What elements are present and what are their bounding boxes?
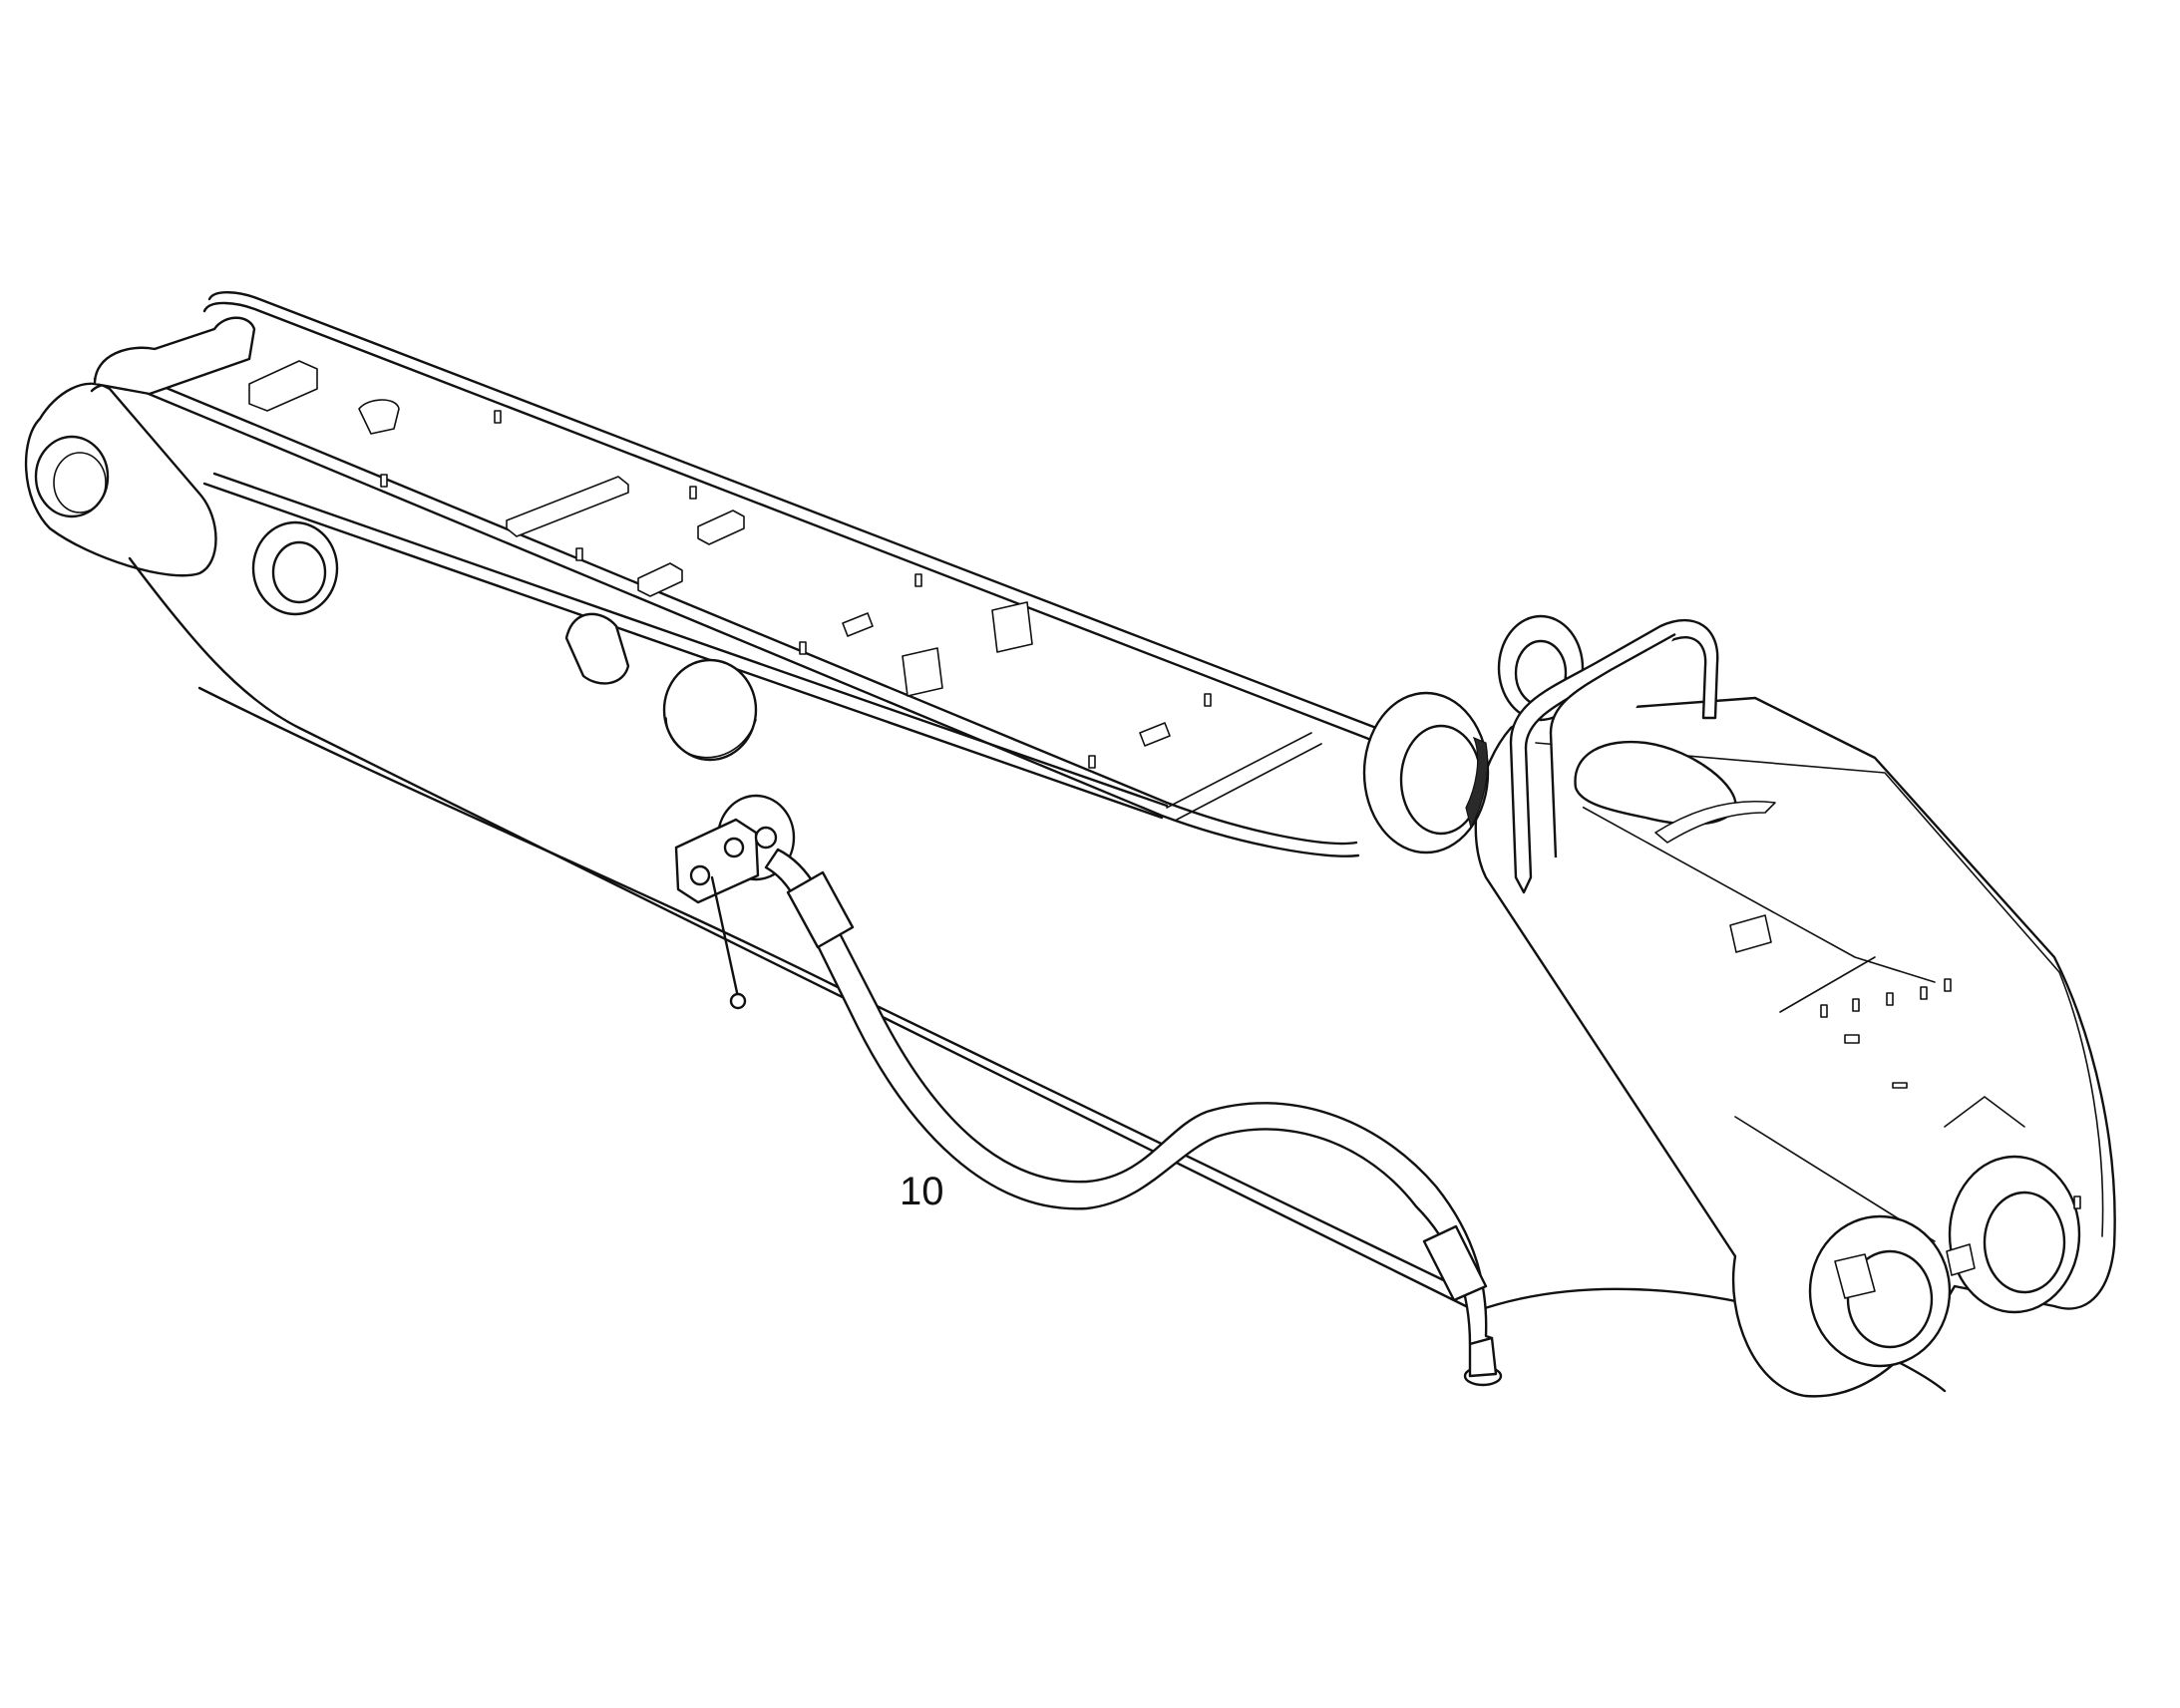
boom-foot-bore: [34, 435, 110, 518]
bracket-plate-1: [248, 360, 318, 412]
foot-cross-tube: [93, 316, 256, 396]
dipstick-rod: [710, 875, 740, 999]
side-cap-rim: [665, 717, 757, 759]
top-plate-details: [248, 360, 1212, 769]
hose-mount-bracket: [674, 818, 760, 904]
nose-clip-2: [1946, 1243, 1976, 1276]
nose-clip-1: [1729, 914, 1772, 953]
boom-underside: [197, 686, 1458, 1288]
side-lug: [564, 612, 630, 685]
nose-web-1: [1565, 797, 1936, 983]
boom-side-mid: [202, 482, 1164, 820]
web-crossline-2: [1176, 743, 1322, 821]
boom-body: [24, 291, 1947, 1393]
hose-assembly: [674, 794, 1503, 1387]
nose-arrow-mark: [1944, 1096, 2025, 1128]
pad-1: [637, 562, 683, 597]
fitting-2: [723, 837, 745, 858]
nose-rib: [1654, 800, 1776, 844]
hose-sleeve-2: [1422, 1224, 1488, 1302]
block-1: [991, 601, 1033, 653]
guard-bar: [1509, 618, 1719, 894]
block-2: [902, 647, 943, 697]
side-bore-1-inner: [271, 540, 327, 604]
nose-studs: [1820, 978, 2081, 1209]
nose-lower-bracket: [1834, 1253, 1876, 1299]
bracket-plate-2: [506, 476, 629, 537]
side-bosses: [251, 520, 758, 762]
side-cap: [662, 658, 758, 762]
boom-nose: [1362, 614, 2116, 1398]
top-flange-upper-2: [202, 301, 1373, 742]
hose-sleeve-1: [786, 870, 855, 949]
studs: [380, 410, 1212, 769]
fitting-3: [754, 826, 778, 850]
clip-2: [1139, 722, 1171, 747]
nose-web-2: [1779, 956, 1876, 1013]
dipstick-knob: [729, 992, 747, 1010]
clip-1: [842, 612, 874, 637]
nose-pivot-shadow: [1465, 736, 1489, 830]
hose-tube: [764, 848, 1494, 1346]
boom-foot-bore-inner: [53, 452, 107, 513]
top-flange-upper: [207, 291, 1378, 730]
boom-side-top: [212, 472, 1169, 808]
nose-inner-shell: [1535, 742, 2104, 1237]
fitting-1: [689, 864, 711, 886]
hose-end-neck: [1468, 1336, 1498, 1378]
pad-2: [697, 510, 745, 545]
hook-plate: [358, 399, 400, 435]
callout-label-10: 10: [900, 1170, 944, 1213]
nose-end-bore: [1983, 1191, 2066, 1294]
web-crossline-1: [1166, 732, 1312, 809]
